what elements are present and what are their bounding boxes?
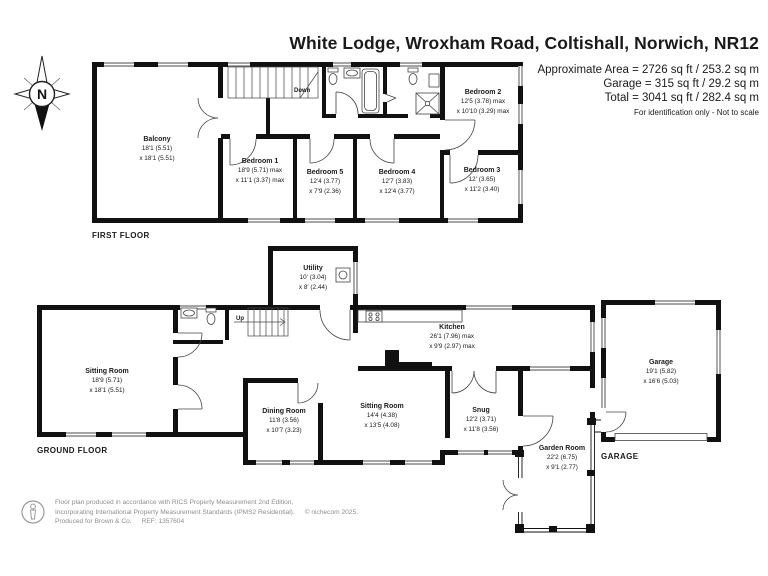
ground-floor-doors	[177, 309, 554, 511]
garage-label: GARAGE	[601, 452, 639, 461]
garage-side-door	[605, 411, 627, 433]
first-floor-walls	[92, 62, 523, 223]
area-summary: Approximate Area = 2726 sq ft / 253.2 sq…	[289, 63, 759, 105]
header: White Lodge, Wroxham Road, Coltishall, N…	[289, 33, 759, 117]
garage-walls	[601, 300, 721, 442]
first-floor-windows	[104, 62, 523, 223]
compass-icon: N	[13, 55, 71, 131]
bathroom-fixtures	[327, 67, 440, 115]
first-floor-doors	[197, 91, 479, 184]
stairs-up-label: Up	[236, 316, 244, 322]
footer-produced-for: Produced for Brown & Co.	[55, 518, 132, 526]
first-floor-label: FIRST FLOOR	[92, 231, 150, 240]
footer-text: Floor plan produced in accordance with R…	[55, 498, 358, 527]
ground-floor-walls	[37, 246, 596, 533]
garage-door	[614, 433, 708, 441]
compass-south-arrow	[34, 102, 50, 131]
ground-floor-fixtures	[180, 267, 463, 325]
compass-north-label: N	[37, 86, 47, 102]
footer-ref: REF: 1357604	[141, 518, 185, 526]
approximate-area: Approximate Area = 2726 sq ft / 253.2 sq…	[537, 64, 759, 76]
disclaimer: For identification only - Not to scale	[634, 108, 759, 117]
person-icon	[21, 500, 45, 524]
ground-floor-label: GROUND FLOOR	[37, 446, 108, 455]
footer-copyright: © nichecom 2025.	[304, 508, 358, 516]
compass-circle	[28, 80, 56, 108]
ground-floor-windows	[66, 262, 595, 465]
stairs-down-label: Down	[294, 88, 311, 94]
ground-floor-stairs	[234, 307, 289, 337]
footer: Floor plan produced in accordance with R…	[20, 498, 358, 527]
garage-windows	[601, 300, 721, 442]
garage-area: Garage = 315 sq ft / 29.2 sq m	[603, 78, 759, 90]
footer-line1: Floor plan produced in accordance with R…	[55, 499, 294, 506]
total-area: Total = 3041 sq ft / 282.4 sq m	[604, 92, 759, 104]
footer-line2: Incorporating International Property Mea…	[55, 508, 358, 518]
page-title: White Lodge, Wroxham Road, Coltishall, N…	[289, 33, 759, 53]
footer-standards: Incorporating International Property Mea…	[55, 508, 295, 516]
garden-room-glazing	[518, 419, 601, 533]
first-floor-stairs	[227, 66, 319, 99]
footer-line3: Produced for Brown & Co. REF: 1357604	[55, 517, 358, 527]
